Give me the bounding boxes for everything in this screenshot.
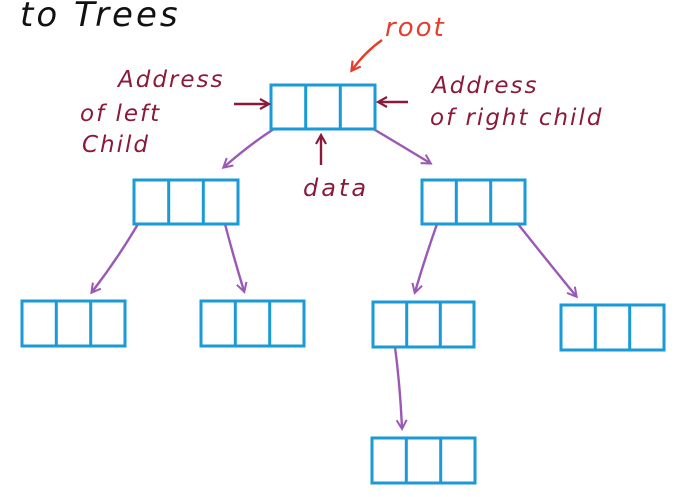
tree-edges xyxy=(92,122,576,428)
root-pointer-arrow xyxy=(352,39,383,70)
edge-n2-n6 xyxy=(517,223,576,296)
left-child-label-line3: Child xyxy=(82,132,150,158)
left-child-label-line2: of left xyxy=(80,101,161,127)
tree-node-n6 xyxy=(559,303,666,352)
right-child-label-line2: of right child xyxy=(430,105,603,131)
edge-n2-n5 xyxy=(415,223,439,292)
tree-node-n7 xyxy=(370,436,477,485)
tree-node-n5 xyxy=(371,300,476,349)
tree-node-n2 xyxy=(420,178,527,226)
left-child-label-line1: Address xyxy=(116,67,225,93)
tree-node-n4 xyxy=(199,299,306,348)
tree-nodes xyxy=(20,83,666,485)
tree-node-n3 xyxy=(20,299,127,348)
edge-n1-n4 xyxy=(223,223,244,291)
root-label: root xyxy=(385,13,446,43)
edge-n5-n7 xyxy=(393,346,402,428)
tree-node-n1 xyxy=(132,178,240,226)
page-heading: to Trees xyxy=(20,0,181,35)
right-child-label-line1: Address xyxy=(430,73,539,99)
data-label: data xyxy=(303,174,369,202)
tree-node-root xyxy=(269,83,377,131)
edge-n1-n3 xyxy=(92,223,140,292)
